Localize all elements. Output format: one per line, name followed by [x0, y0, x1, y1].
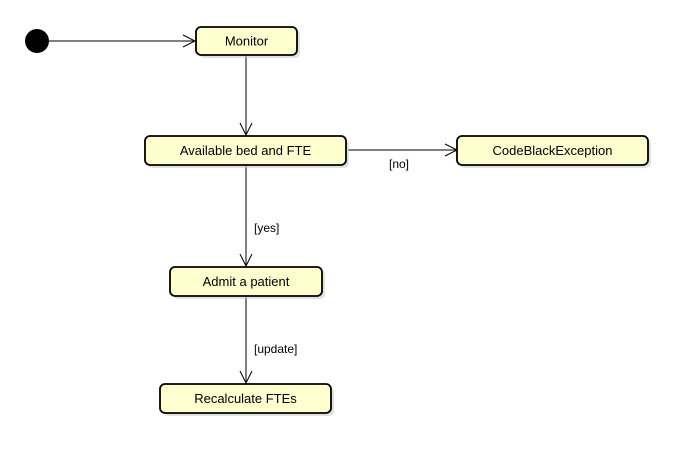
guard-label-yes: [yes]: [254, 221, 279, 235]
edge-available-to-codeblack: [no]: [348, 143, 459, 171]
node-admit-a-patient: Admit a patient: [169, 266, 325, 299]
edge-available-to-admit: [yes]: [239, 165, 279, 268]
arrowhead-icon: [239, 370, 253, 385]
node-label-recalculate-ftes: Recalculate FTEs: [194, 391, 297, 406]
start-node: [25, 29, 49, 53]
edge-start-to-monitor: [49, 34, 197, 48]
edge-monitor-to-available: [239, 55, 253, 137]
node-codeblackexception: CodeBlackException: [456, 135, 651, 168]
arrowhead-icon: [239, 122, 253, 137]
arrowhead-icon: [182, 34, 197, 48]
edge-admit-to-recalc: [update]: [239, 296, 297, 385]
node-label-available-bed-and-fte: Available bed and FTE: [180, 143, 312, 158]
node-label-admit-a-patient: Admit a patient: [203, 274, 290, 289]
node-label-codeblackexception: CodeBlackException: [493, 143, 613, 158]
node-label-monitor: Monitor: [225, 34, 269, 49]
node-recalculate-ftes: Recalculate FTEs: [159, 383, 334, 416]
guard-label-no: [no]: [389, 157, 409, 171]
arrowhead-icon: [239, 253, 253, 268]
node-available-bed-and-fte: Available bed and FTE: [144, 135, 349, 168]
node-monitor: Monitor: [195, 26, 300, 58]
guard-label-update: [update]: [254, 342, 297, 356]
